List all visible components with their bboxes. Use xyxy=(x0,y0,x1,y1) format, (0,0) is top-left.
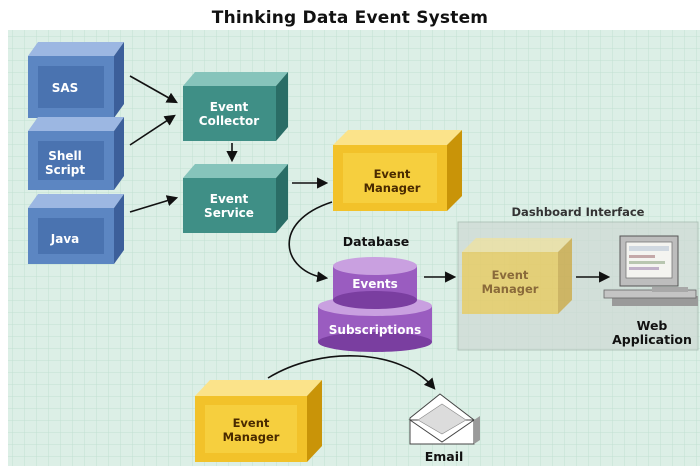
shell-label-line2: Script xyxy=(45,163,85,177)
arrows xyxy=(129,75,611,390)
computer-icon xyxy=(603,235,698,306)
arrow-java-to-service xyxy=(129,195,179,213)
manager-main-label-line1: Event xyxy=(374,167,411,181)
java-box xyxy=(28,194,124,264)
title-bar: Thinking Data Event System xyxy=(0,0,700,30)
sas-box xyxy=(28,42,124,118)
collector-label-line1: Event xyxy=(210,100,249,114)
collector-label-line2: Collector xyxy=(199,114,260,128)
arrow-sas-to-collector xyxy=(129,75,178,104)
web-label-line2: Application xyxy=(612,332,692,347)
dashboard-event-manager-box xyxy=(462,238,572,314)
service-label-line2: Service xyxy=(204,206,254,220)
shell-script-box xyxy=(28,117,124,190)
diagram-title: Thinking Data Event System xyxy=(211,8,489,28)
java-label: Java xyxy=(50,232,79,246)
sas-label: SAS xyxy=(52,81,79,95)
database-heading: Database xyxy=(343,234,410,249)
subscriptions-label: Subscriptions xyxy=(329,323,421,337)
web-label-line1: Web xyxy=(637,318,668,333)
manager-bottom-label-line2: Manager xyxy=(223,430,280,444)
service-label-line1: Event xyxy=(210,192,249,206)
manager-main-label-line2: Manager xyxy=(364,181,421,195)
events-cylinder xyxy=(333,257,417,309)
dashboard-manager-label-line1: Event xyxy=(492,268,529,282)
email-label: Email xyxy=(425,449,464,464)
email-envelope-icon xyxy=(408,393,480,445)
arrow-shell-to-collector xyxy=(129,114,176,146)
dashboard-caption: Dashboard Interface xyxy=(512,205,645,219)
event-manager-main-box xyxy=(333,130,462,211)
events-label: Events xyxy=(352,277,398,291)
shell-label-line1: Shell xyxy=(48,149,82,163)
event-collector-box xyxy=(183,72,288,141)
arrow-manager-to-email xyxy=(267,355,436,390)
event-manager-bottom-box xyxy=(195,380,322,462)
arrow-manager-to-events xyxy=(288,201,333,283)
manager-bottom-label-line1: Event xyxy=(233,416,270,430)
event-service-box xyxy=(183,164,288,233)
dashboard-manager-label-line2: Manager xyxy=(482,282,539,296)
